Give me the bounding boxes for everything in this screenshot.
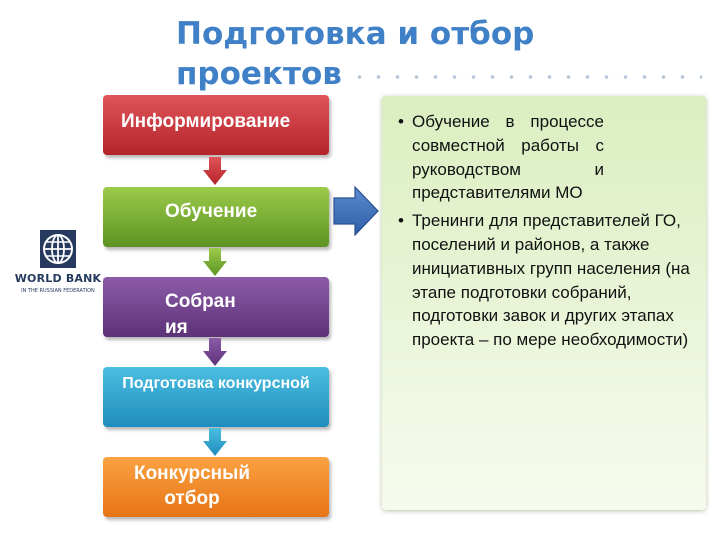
arrow-right-icon	[333, 186, 379, 236]
list-item: Обучение в процессе совместной работы с …	[398, 110, 604, 205]
list-item: Тренинги для представителей ГО, поселени…	[398, 209, 690, 352]
title-line-1: Подготовка и отбор	[176, 16, 535, 52]
arrow-down-icon	[203, 428, 227, 456]
step-label: Подготовка конкурсной	[122, 375, 310, 392]
step-training: Обучение	[103, 187, 329, 247]
step-label: Собрания	[165, 291, 236, 337]
page-title: Подготовка и отбор проектов	[176, 14, 696, 94]
arrow-down-icon	[203, 157, 227, 185]
step-preparation: Подготовка конкурсной	[103, 367, 329, 427]
step-informing: Информирование	[103, 95, 329, 155]
bullet-text: Тренинги для представителей ГО, поселени…	[412, 211, 690, 350]
title-line-2: проектов	[176, 56, 342, 92]
logo-subtitle: IN THE RUSSIAN FEDERATION	[21, 288, 95, 294]
world-bank-logo: WORLD BANK IN THE RUSSIAN FEDERATION	[8, 228, 108, 308]
step-competitive-selection: Конкурсный отбор	[103, 457, 329, 517]
arrow-down-icon	[203, 338, 227, 366]
arrow-down-icon	[203, 248, 227, 276]
step-label: Информирование	[121, 111, 291, 132]
step-label: Конкурсный отбор	[133, 463, 251, 509]
logo-name: WORLD BANK	[14, 272, 102, 285]
dotted-divider	[350, 74, 702, 80]
details-list: Обучение в процессе совместной работы с …	[398, 110, 690, 352]
step-label: Обучение	[165, 201, 258, 222]
step-meetings: Собрания	[103, 277, 329, 337]
bullet-text: Обучение в процессе совместной работы с …	[412, 112, 604, 203]
globe-icon	[40, 230, 76, 268]
